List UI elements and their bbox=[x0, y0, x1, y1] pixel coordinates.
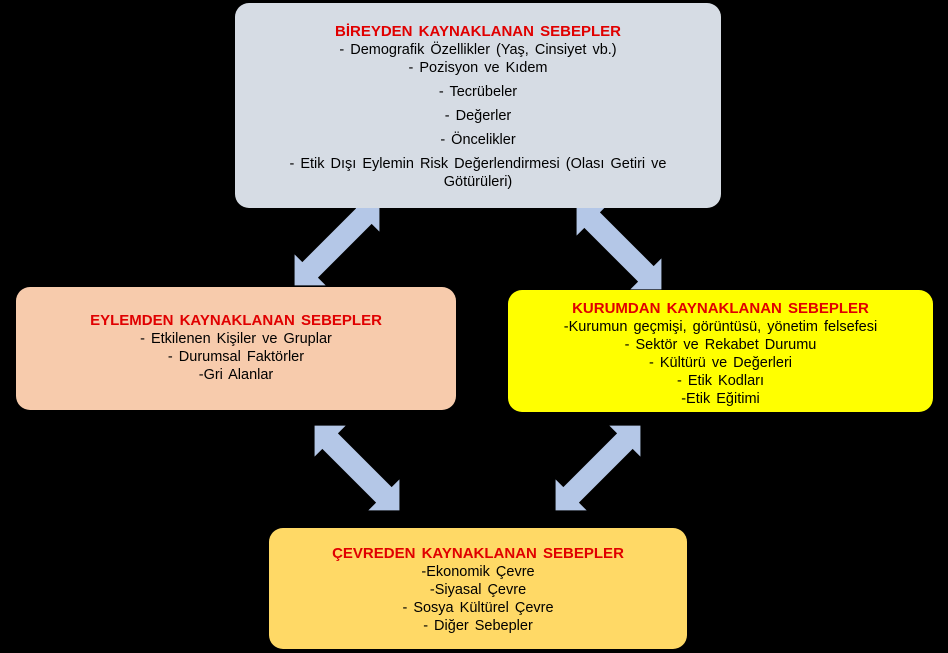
box-eylemden: EYLEMDEN KAYNAKLANAN SEBEPLER - Etkilene… bbox=[16, 287, 456, 410]
box-kurumdan-item: -Etik Eğitimi bbox=[681, 391, 760, 407]
box-bireyden: BİREYDEN KAYNAKLANAN SEBEPLER - Demograf… bbox=[235, 3, 721, 208]
box-bireyden-item: - Pozisyon ve Kıdem bbox=[408, 60, 548, 76]
arrow-eylemden-cevreden bbox=[299, 410, 415, 526]
box-cevreden-item: - Sosya Kültürel Çevre bbox=[402, 600, 554, 616]
box-eylemden-title: EYLEMDEN KAYNAKLANAN SEBEPLER bbox=[90, 312, 382, 329]
box-cevreden: ÇEVREDEN KAYNAKLANAN SEBEPLER -Ekonomik … bbox=[269, 528, 687, 649]
box-eylemden-item: - Durumsal Faktörler bbox=[167, 349, 305, 365]
box-eylemden-item: -Gri Alanlar bbox=[198, 367, 274, 383]
box-kurumdan-item: - Sektör ve Rekabet Durumu bbox=[624, 337, 817, 353]
box-kurumdan-item: -Kurumun geçmişi, görüntüsü, yönetim fel… bbox=[563, 319, 878, 335]
box-cevreden-item: - Diğer Sebepler bbox=[423, 618, 533, 634]
box-cevreden-item: -Siyasal Çevre bbox=[429, 582, 527, 598]
box-cevreden-item: -Ekonomik Çevre bbox=[421, 564, 535, 580]
box-kurumdan: KURUMDAN KAYNAKLANAN SEBEPLER -Kurumun g… bbox=[508, 290, 933, 412]
box-cevreden-title: ÇEVREDEN KAYNAKLANAN SEBEPLER bbox=[332, 545, 624, 562]
box-kurumdan-title: KURUMDAN KAYNAKLANAN SEBEPLER bbox=[572, 300, 869, 317]
box-bireyden-item: - Öncelikler bbox=[440, 132, 516, 148]
box-kurumdan-item: - Etik Kodları bbox=[677, 373, 764, 389]
box-bireyden-item: - Değerler bbox=[444, 108, 512, 124]
box-eylemden-item: - Etkilenen Kişiler ve Gruplar bbox=[140, 331, 332, 347]
box-bireyden-item: - Demografik Özellikler (Yaş, Cinsiyet v… bbox=[339, 42, 617, 58]
box-bireyden-title: BİREYDEN KAYNAKLANAN SEBEPLER bbox=[335, 23, 621, 40]
box-bireyden-item: - Etik Dışı Eylemin Risk Değerlendirmesi… bbox=[289, 156, 667, 190]
arrow-kurumdan-cevreden bbox=[540, 410, 656, 526]
box-kurumdan-item: - Kültürü ve Değerleri bbox=[649, 355, 792, 371]
box-bireyden-item: - Tecrübeler bbox=[438, 84, 518, 100]
